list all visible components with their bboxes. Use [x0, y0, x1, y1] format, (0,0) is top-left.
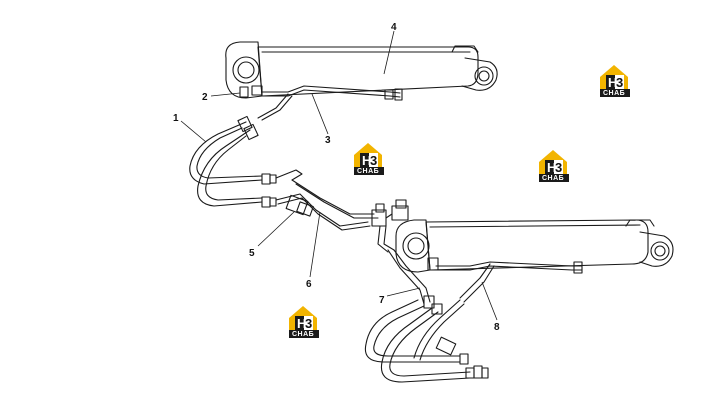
svg-text:H: H	[297, 316, 306, 331]
callout-4: 4	[391, 22, 397, 33]
watermark-logo: H 3 СНАБ	[539, 150, 569, 182]
upper-cylinder	[225, 41, 498, 99]
svg-text:СНАБ: СНАБ	[292, 331, 314, 338]
svg-text:СНАБ: СНАБ	[603, 90, 625, 97]
callout-1: 1	[173, 113, 179, 124]
svg-text:H: H	[608, 75, 617, 90]
svg-text:H: H	[362, 153, 371, 168]
svg-text:3: 3	[370, 153, 377, 168]
watermark-logo: H 3 СНАБ	[600, 65, 630, 97]
svg-text:СНАБ: СНАБ	[357, 168, 379, 175]
svg-text:СНАБ: СНАБ	[542, 175, 564, 182]
hose-7-8	[364, 249, 489, 383]
lower-cylinder	[395, 219, 674, 273]
callouts: 1 2 3 4 5 6 7 8	[173, 22, 500, 333]
callout-3: 3	[325, 135, 331, 146]
hose-1	[189, 115, 277, 208]
svg-text:3: 3	[616, 75, 623, 90]
svg-text:H: H	[547, 160, 556, 175]
callout-6: 6	[306, 279, 312, 290]
leader-lines	[180, 30, 498, 321]
callout-7: 7	[379, 295, 385, 306]
callout-5: 5	[249, 248, 255, 259]
valve-block	[371, 199, 409, 253]
pipe-6	[275, 169, 379, 231]
watermark-logo: H 3 СНАБ	[354, 143, 384, 175]
watermark-logo: H 3 СНАБ	[289, 306, 319, 338]
svg-text:3: 3	[555, 160, 562, 175]
callout-8: 8	[494, 322, 500, 333]
pipe-3	[257, 85, 403, 121]
lower-pipe	[435, 261, 583, 303]
svg-text:3: 3	[305, 316, 312, 331]
callout-2: 2	[202, 92, 208, 103]
